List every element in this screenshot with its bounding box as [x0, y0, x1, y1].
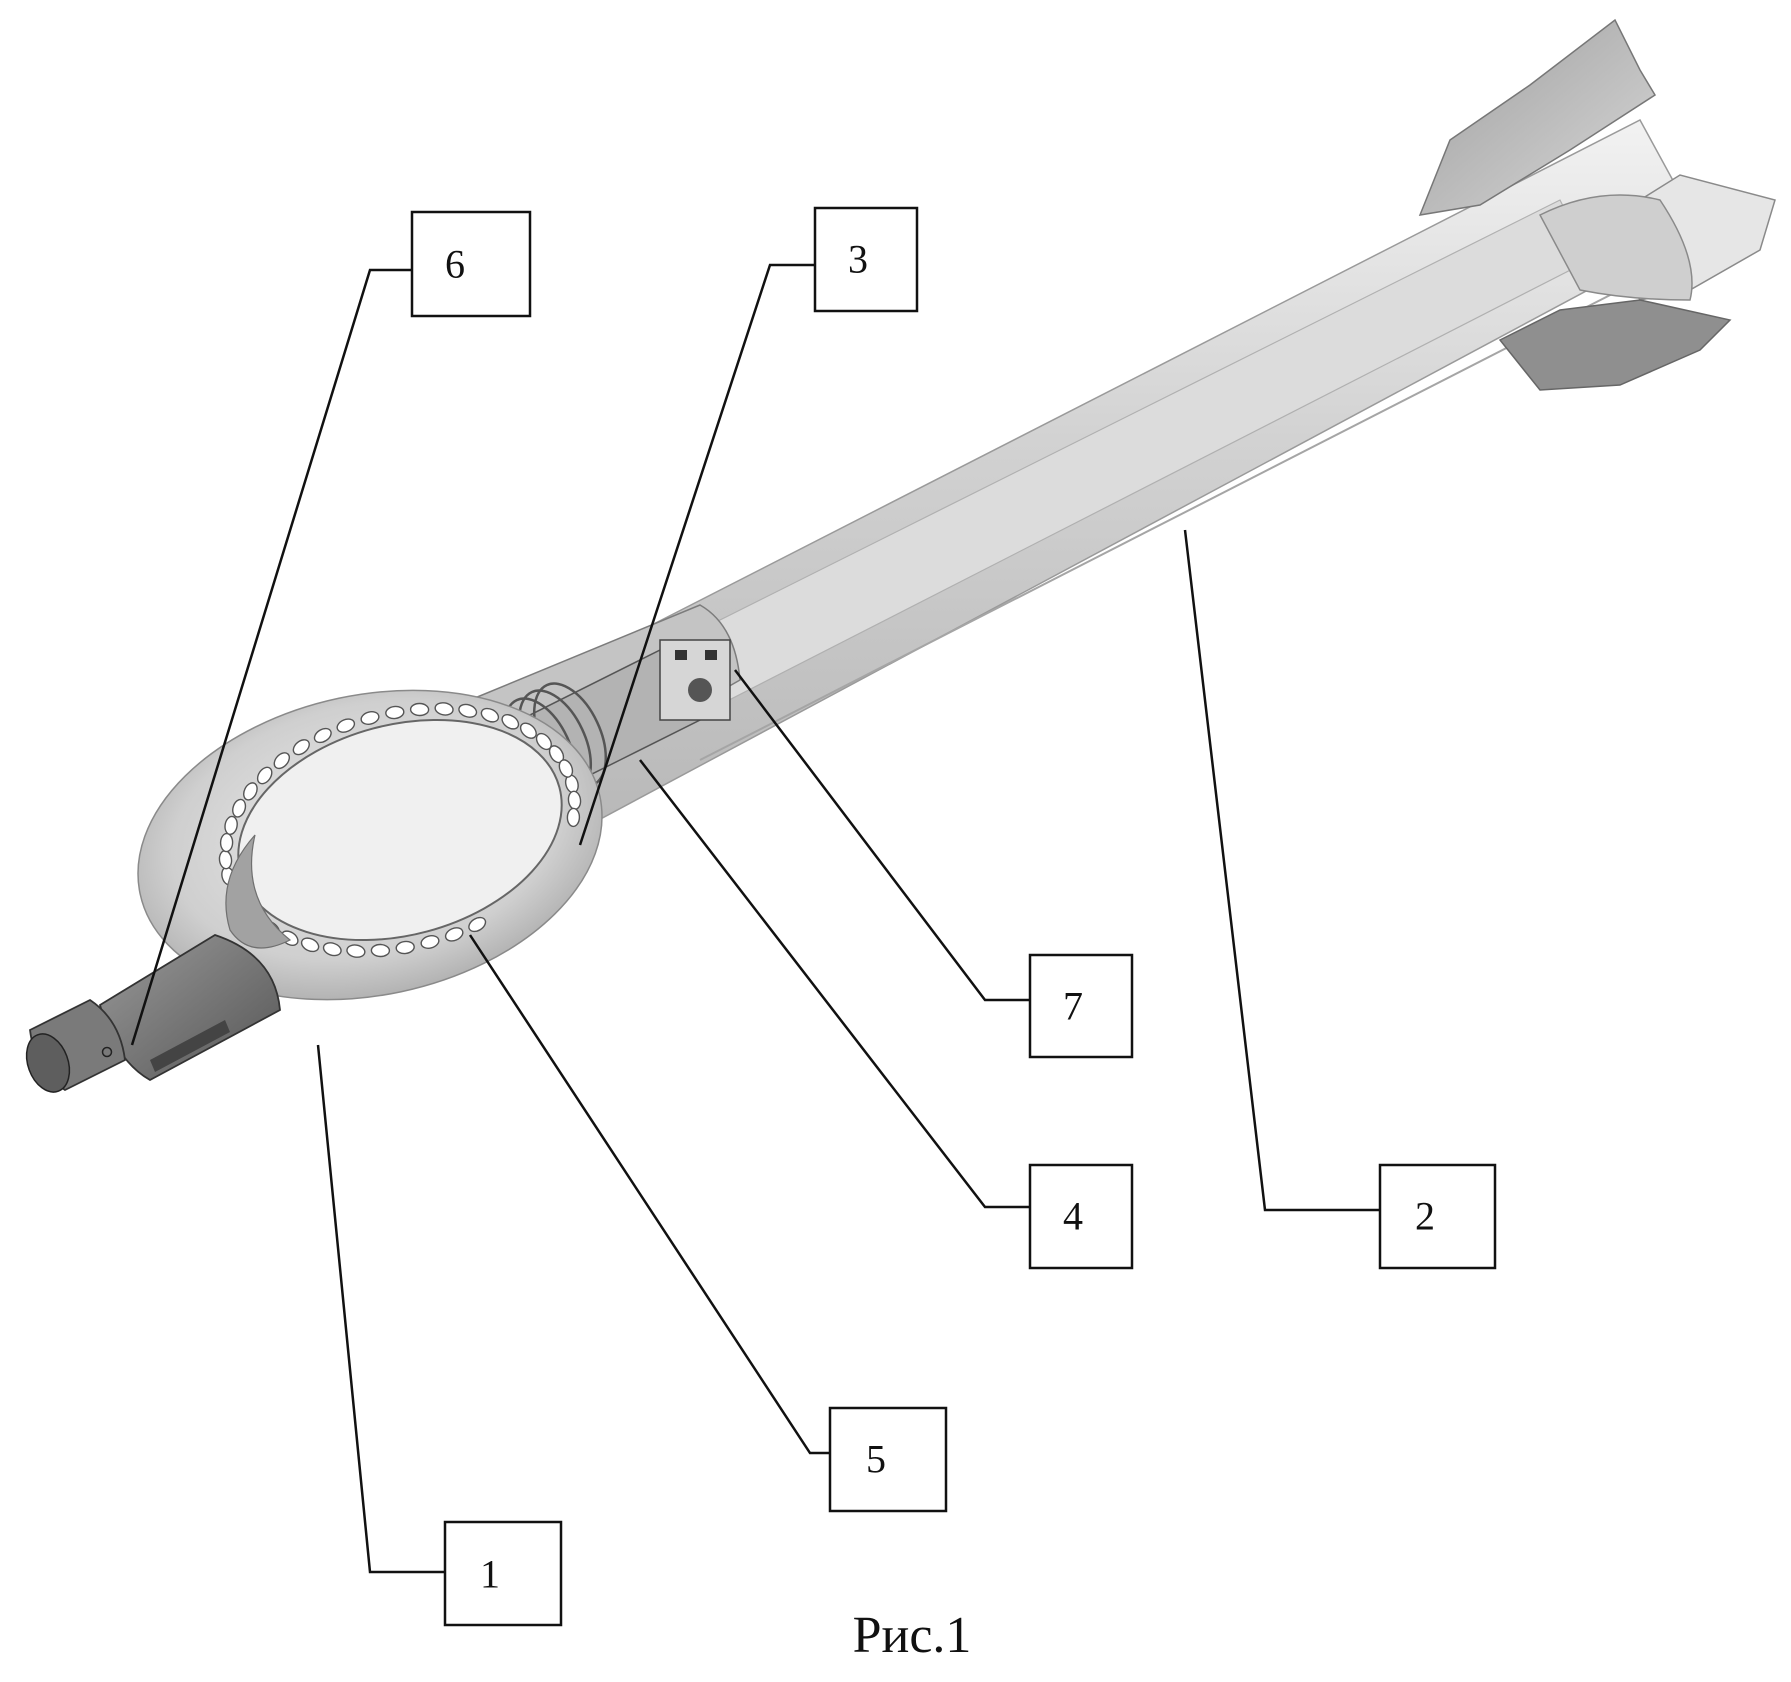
- fragment-pellet: [243, 782, 258, 801]
- figure-caption: Рис.1: [853, 1607, 972, 1664]
- fragment-pellet: [360, 711, 380, 725]
- tail-fin-bottom: [1498, 299, 1732, 391]
- fuze-mechanism: [659, 639, 731, 721]
- fragment-pellet: [566, 807, 581, 828]
- fragment-pellet: [292, 739, 310, 756]
- leader-line-3: [578, 263, 815, 846]
- fragment-pellet: [420, 935, 440, 949]
- fragment-pellet: [501, 714, 520, 730]
- nose-tip-face: [25, 1033, 71, 1093]
- warhead-front-rim: [225, 834, 292, 949]
- fragment-pellet: [256, 766, 273, 785]
- fragment-pellet: [224, 815, 238, 836]
- fragment-pellet: [480, 707, 500, 723]
- callout-label-4: 4: [1063, 1194, 1083, 1239]
- leader-line-6: [130, 268, 412, 1046]
- fragment-pellet: [346, 944, 366, 958]
- projectile-illustration: [25, 18, 1776, 1093]
- callout-2: 2: [1378, 1163, 1497, 1270]
- fragment-pellet: [370, 943, 391, 958]
- fragment-pellet: [313, 727, 332, 744]
- leader-line-2: [1183, 529, 1380, 1212]
- callout-3: 3: [813, 206, 919, 313]
- fragment-pellet: [219, 832, 234, 853]
- callout-label-7: 7: [1063, 984, 1083, 1029]
- nose-cone: [98, 934, 281, 1082]
- callout-5: 5: [828, 1406, 948, 1513]
- leader-lines: [130, 263, 1380, 1574]
- callout-6: 6: [410, 210, 532, 318]
- callout-label-1: 1: [480, 1552, 500, 1597]
- callout-7: 7: [1028, 953, 1134, 1059]
- fragment-pellet: [322, 942, 342, 957]
- fragment-pellet: [385, 705, 405, 720]
- fragment-pellet: [434, 702, 454, 716]
- fragment-pellet: [558, 759, 574, 778]
- fragment-pellet: [458, 703, 478, 718]
- tail-cup: [1538, 194, 1693, 301]
- callout-label-2: 2: [1415, 1194, 1435, 1239]
- fragment-pellet: [300, 937, 320, 953]
- fragment-pellet: [336, 718, 356, 733]
- nose-port: [101, 1046, 113, 1058]
- leader-line-1: [316, 1044, 445, 1574]
- fragment-pellet: [409, 702, 430, 717]
- tube-edge-line: [699, 289, 1621, 761]
- tail-fin-top: [1418, 18, 1657, 216]
- callout-label-3: 3: [848, 237, 868, 282]
- callout-label-5: 5: [866, 1437, 886, 1482]
- fragment-pellet: [444, 927, 464, 942]
- fragment-pellet: [232, 798, 247, 818]
- fragment-pellet: [468, 916, 487, 933]
- callout-label-6: 6: [445, 242, 465, 287]
- fragment-pellet: [519, 722, 537, 739]
- tube-channel: [659, 199, 1591, 721]
- fragment-pellet: [395, 940, 415, 955]
- leader-line-5: [468, 934, 830, 1455]
- callout-1: 1: [443, 1520, 563, 1627]
- fragment-pellet: [273, 752, 291, 770]
- callout-4: 4: [1028, 1163, 1134, 1270]
- leader-line-4: [639, 759, 1030, 1209]
- nose-slot: [150, 1020, 230, 1072]
- leader-line-7: [734, 669, 1030, 1002]
